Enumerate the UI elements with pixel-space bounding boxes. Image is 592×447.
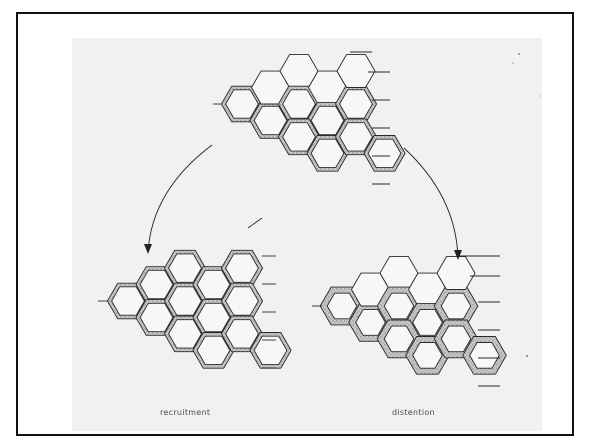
alveolar-space: [282, 89, 316, 119]
scan-speck: [539, 95, 541, 97]
alveolar-space: [225, 89, 259, 119]
capillary-outflow-stub: [247, 217, 263, 229]
alveolar-space: [196, 269, 231, 300]
alveolar-space: [111, 286, 145, 316]
arrowhead-recruitment: [144, 244, 152, 254]
label-recruitment: recruitment: [160, 408, 211, 417]
arrowhead-distention: [454, 250, 462, 260]
alveolar-space: [196, 302, 231, 333]
alveolar-space: [225, 286, 259, 316]
alveolar-space: [367, 138, 402, 169]
alveolar-space: [383, 292, 415, 320]
scan-speck: [526, 355, 528, 357]
label-distention: distention: [392, 408, 435, 417]
alveolar-space: [339, 122, 373, 152]
alveolar-space: [253, 105, 288, 136]
alveolar-space: [196, 335, 231, 366]
alveolar-space: [412, 309, 443, 336]
collapsed-capillary-segment: [436, 256, 476, 290]
alveolar-space: [225, 319, 259, 349]
alveolar-space: [310, 105, 345, 136]
alveolar-space: [355, 309, 386, 336]
alveolar-space: [339, 89, 373, 119]
alveolar-space: [412, 342, 443, 369]
alveolar-space: [168, 253, 202, 283]
collapsed-capillary-segment: [336, 54, 376, 88]
alveolar-space: [139, 269, 174, 300]
alveolar-space: [253, 335, 288, 366]
alveolar-space: [326, 292, 358, 320]
network-baseline: [213, 51, 406, 185]
alveolar-space: [282, 122, 316, 152]
alveolar-space: [168, 286, 202, 316]
alveolar-space: [310, 138, 345, 169]
alveolar-space: [469, 342, 500, 369]
alveolar-space: [168, 319, 202, 349]
alveolar-space: [139, 302, 174, 333]
alveolar-space: [225, 253, 259, 283]
alveolar-space: [440, 292, 472, 320]
arrow-to-recruitment: [147, 144, 213, 253]
network-distention: [312, 255, 507, 387]
alveolar-space: [383, 325, 415, 353]
alveolar-space: [440, 325, 472, 353]
scan-speck: [512, 62, 514, 64]
scan-speck: [518, 53, 520, 55]
network-recruitment: [98, 217, 292, 369]
arrow-to-distention: [403, 147, 459, 259]
